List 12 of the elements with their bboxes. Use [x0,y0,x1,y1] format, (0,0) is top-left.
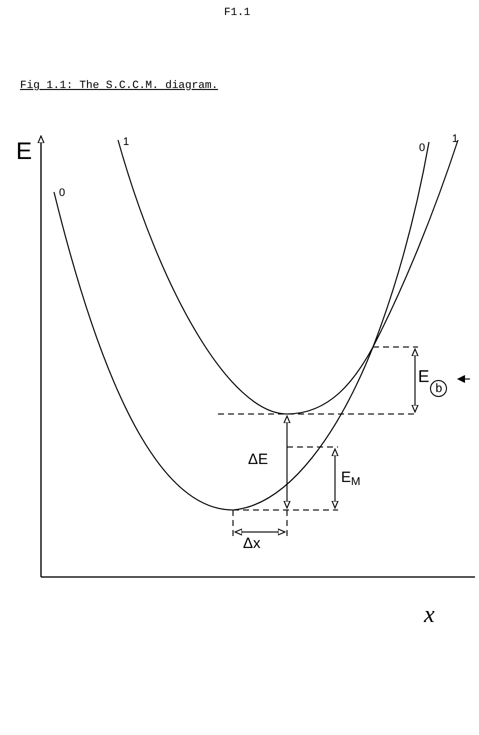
dimension-label: Δx [243,536,261,551]
curve-label: 1 [452,134,458,145]
axis-label: E [16,140,32,164]
curve-label: 0 [419,143,426,154]
curve-label: 1 [123,137,130,148]
figure-title: Fig 1.1: The S.C.C.M. diagram. [20,79,218,94]
page-number: F1.1 [224,8,250,19]
curve-label: 0 [59,188,66,199]
dimension-label: E$_{M}$ [341,470,360,485]
axis-label: x [424,603,435,627]
dimension-label: ΔE [248,452,268,467]
dimension-label: E$_{b}$ [418,368,448,394]
